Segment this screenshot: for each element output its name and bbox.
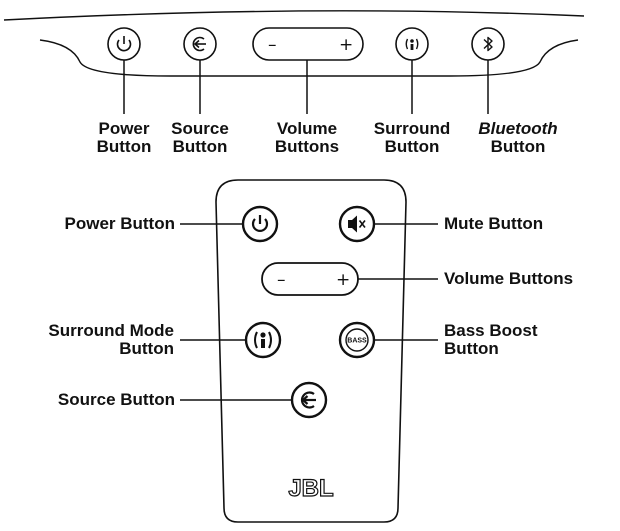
bass-boost-icon: BASS — [345, 328, 369, 352]
surround-icon — [405, 38, 419, 50]
soundbar-volume-plus[interactable]: + — [339, 35, 353, 55]
remote-source-label: Source Button — [57, 390, 175, 409]
jbl-logo: JBL — [288, 475, 333, 502]
surround-icon — [254, 331, 272, 349]
soundbar-control-strip — [39, 39, 579, 77]
remote-mute-button[interactable] — [338, 205, 376, 243]
remote-volume-buttons[interactable]: – + — [261, 262, 359, 296]
soundbar-volume-minus[interactable]: – — [268, 35, 277, 55]
remote-power-button[interactable] — [241, 205, 279, 243]
soundbar-surround-button[interactable] — [395, 27, 429, 61]
source-icon — [300, 391, 316, 409]
remote-power-label: Power Button — [64, 214, 176, 233]
source-icon — [192, 36, 206, 52]
soundbar-volume-buttons[interactable]: – + — [252, 27, 364, 61]
power-icon — [116, 36, 132, 52]
remote-bass-boost-button[interactable]: BASS — [338, 321, 376, 359]
remote-volume-plus[interactable]: + — [336, 270, 350, 290]
soundbar-source-button[interactable] — [183, 27, 217, 61]
soundbar-panel — [3, 10, 585, 21]
remote-mute-label: Mute Button — [444, 214, 544, 233]
soundbar-power-button[interactable] — [107, 27, 141, 61]
remote-surround-button[interactable] — [244, 321, 282, 359]
power-icon — [251, 215, 269, 232]
bluetooth-icon — [483, 36, 493, 52]
bass-boost-icon-text: BASS — [347, 338, 367, 345]
mute-icon — [348, 215, 366, 233]
remote-volume-minus[interactable]: – — [277, 270, 286, 290]
remote-source-button[interactable] — [290, 381, 328, 419]
remote-volume-label: Volume Buttons — [444, 269, 574, 288]
soundbar-bluetooth-button[interactable] — [471, 27, 505, 61]
remote-body — [215, 179, 407, 523]
